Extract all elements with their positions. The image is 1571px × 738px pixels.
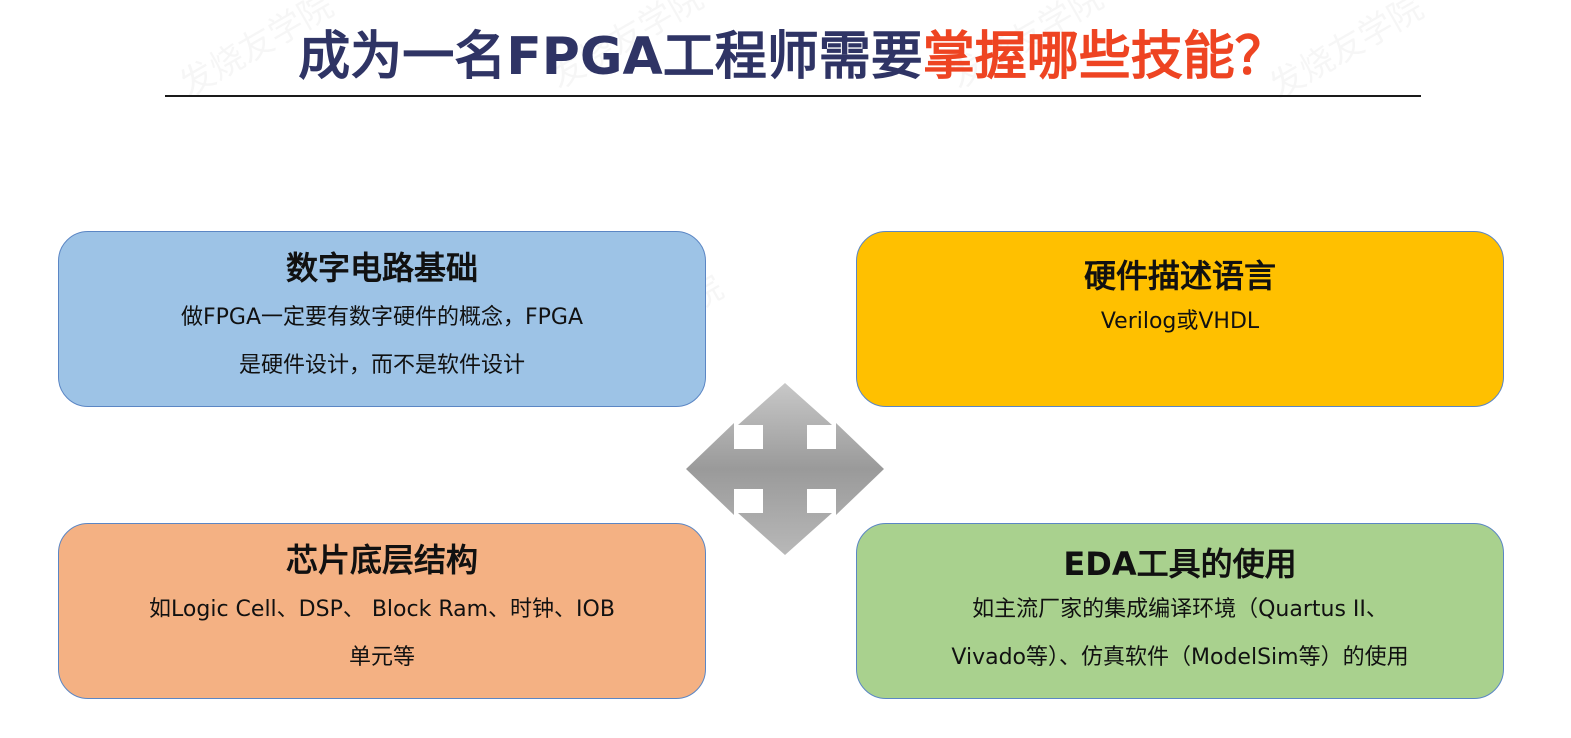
card-body-line: Verilog或VHDL xyxy=(1100,309,1260,334)
card-title: 数字电路基础 xyxy=(285,249,478,287)
card-chip-architecture: 芯片底层结构 如Logic Cell、DSP、 Block Ram、时钟、IOB… xyxy=(58,523,706,699)
card-body-line: 做FPGA一定要有数字硬件的概念，FPGA xyxy=(180,305,584,330)
page-title: 成为一名FPGA工程师需要掌握哪些技能？ xyxy=(165,22,1420,92)
card-body: Verilog或VHDL xyxy=(857,304,1503,340)
card-body-line: 单元等 xyxy=(348,645,415,670)
card-body-line: 如Logic Cell、DSP、 Block Ram、时钟、IOB xyxy=(149,597,615,622)
card-body-line: 如主流厂家的集成编译环境（Quartus II、 xyxy=(972,597,1388,622)
four-way-arrow-shape xyxy=(686,383,884,555)
card-title: 硬件描述语言 xyxy=(1083,257,1276,295)
card-digital-circuit: 数字电路基础 做FPGA一定要有数字硬件的概念，FPGA 是硬件设计，而不是软件… xyxy=(58,231,706,407)
card-eda-tools: EDA工具的使用 如主流厂家的集成编译环境（Quartus II、 Vivado… xyxy=(856,523,1504,699)
card-hdl: 硬件描述语言 Verilog或VHDL xyxy=(856,231,1504,407)
title-underline xyxy=(165,95,1421,97)
card-body-line: 是硬件设计，而不是软件设计 xyxy=(238,353,525,378)
card-body: 如Logic Cell、DSP、 Block Ram、时钟、IOB 单元等 xyxy=(59,586,705,682)
title-part-dark: 成为一名FPGA工程师需要 xyxy=(298,27,923,87)
card-title: EDA工具的使用 xyxy=(1063,545,1297,583)
card-body: 如主流厂家的集成编译环境（Quartus II、 Vivado等）、仿真软件（M… xyxy=(857,586,1503,682)
card-body-line: Vivado等）、仿真软件（ModelSim等）的使用 xyxy=(951,645,1409,670)
card-title: 芯片底层结构 xyxy=(285,541,478,579)
card-body: 做FPGA一定要有数字硬件的概念，FPGA 是硬件设计，而不是软件设计 xyxy=(59,294,705,390)
title-part-highlight: 掌握哪些技能？ xyxy=(922,27,1287,87)
four-way-arrow-icon xyxy=(686,383,884,555)
